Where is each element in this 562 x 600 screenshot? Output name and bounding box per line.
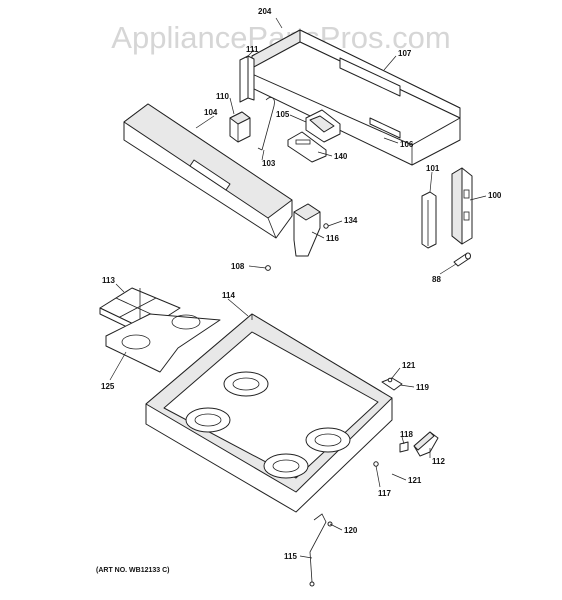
callout-140: 140	[334, 152, 348, 161]
callout-112: 112	[432, 457, 445, 466]
callout-108: 108	[231, 262, 245, 271]
callout-115: 115	[284, 552, 297, 561]
callout-111: 111	[246, 45, 259, 54]
callout-104: 104	[204, 108, 218, 117]
callout-113: 113	[102, 276, 115, 285]
callout-110: 110	[216, 92, 229, 101]
art-number: (ART NO. WB12133 C)	[96, 567, 170, 574]
bracket-116	[293, 203, 321, 257]
callout-116: 116	[326, 234, 339, 243]
callout-134: 134	[344, 216, 358, 225]
hinge-119	[381, 377, 403, 391]
callout-117: 117	[378, 489, 391, 498]
callout-105: 105	[276, 110, 290, 119]
callout-204: 204	[258, 7, 272, 16]
callout-121-upper: 121	[402, 361, 416, 370]
callout-106: 106	[400, 140, 414, 149]
plug-88	[453, 252, 471, 267]
callout-100: 100	[488, 191, 502, 200]
callout-107: 107	[398, 49, 412, 58]
cooktop-114	[145, 313, 393, 513]
clip-118	[399, 441, 409, 453]
callout-103: 103	[262, 159, 276, 168]
callout-121-lower: 121	[408, 476, 422, 485]
callout-120: 120	[344, 526, 358, 535]
backguard-assembly	[251, 29, 461, 166]
callout-119: 119	[416, 383, 429, 392]
control-panel-104	[123, 103, 293, 239]
tube-103	[257, 97, 275, 151]
bracket-100	[451, 167, 473, 245]
screw-134	[323, 223, 329, 229]
callout-labels: 204 111 107 110 104 105 106 140 103 101 …	[101, 7, 502, 561]
callout-118: 118	[400, 430, 413, 439]
bracket-101	[421, 191, 437, 249]
bracket-112	[413, 431, 439, 457]
rod-115	[309, 513, 327, 587]
callout-114: 114	[222, 291, 235, 300]
drip-pans-125	[105, 313, 221, 373]
module-140	[287, 131, 327, 163]
callout-88: 88	[432, 275, 441, 284]
callout-101: 101	[426, 164, 440, 173]
callout-125: 125	[101, 382, 115, 391]
component-110	[229, 111, 251, 143]
screw-108	[265, 265, 271, 271]
module-105	[305, 109, 341, 143]
bracket-111	[239, 55, 255, 103]
screw-117	[373, 461, 379, 467]
leader-lines	[109, 17, 487, 559]
